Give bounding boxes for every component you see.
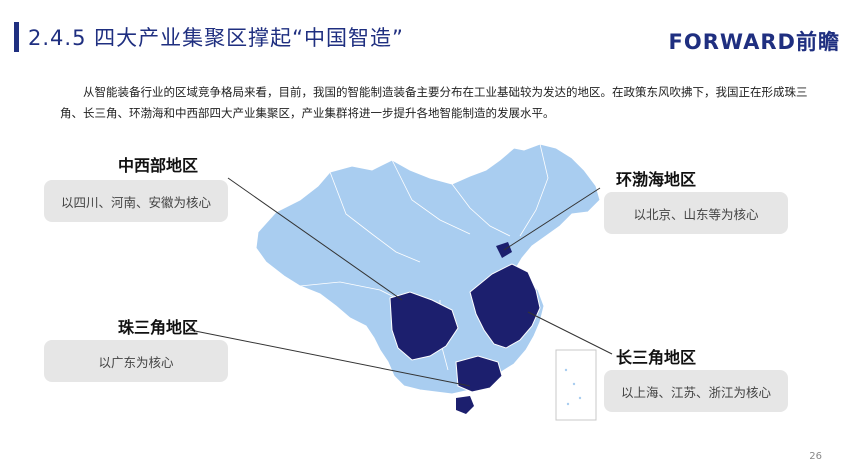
forward-logo: FORWARD前瞻: [668, 30, 840, 54]
connector-bohai: [503, 187, 601, 251]
page-title: 2.4.5 四大产业集聚区撑起“中国智造”: [28, 26, 404, 50]
desc-prd: 以广东为核心: [44, 340, 228, 382]
connector-prd: [189, 329, 471, 387]
label-central-west: 中西部地区: [118, 156, 199, 175]
label-bohai: 环渤海地区: [616, 170, 697, 189]
page-number: 26: [809, 451, 822, 462]
hainan-island-shape: [456, 396, 474, 414]
label-yrd: 长三角地区: [616, 348, 697, 367]
guangdong-region-shape: [455, 355, 503, 393]
sichuan-region-shape: [389, 291, 459, 361]
desc-central-west: 以四川、河南、安徽为核心: [44, 180, 228, 222]
desc-bohai: 以北京、山东等为核心: [604, 192, 788, 234]
connector-central-west: [227, 177, 403, 301]
east-cluster-shape: [469, 263, 541, 349]
desc-yrd: 以上海、江苏、浙江为核心: [604, 370, 788, 412]
title-accent-bar: [14, 22, 19, 52]
connector-yrd: [527, 311, 613, 355]
south-sea-inset: [555, 349, 597, 421]
label-prd: 珠三角地区: [118, 318, 199, 337]
intro-paragraph: 从智能装备行业的区域竞争格局来看，目前，我国的智能制造装备主要分布在工业基础较为…: [60, 85, 808, 120]
